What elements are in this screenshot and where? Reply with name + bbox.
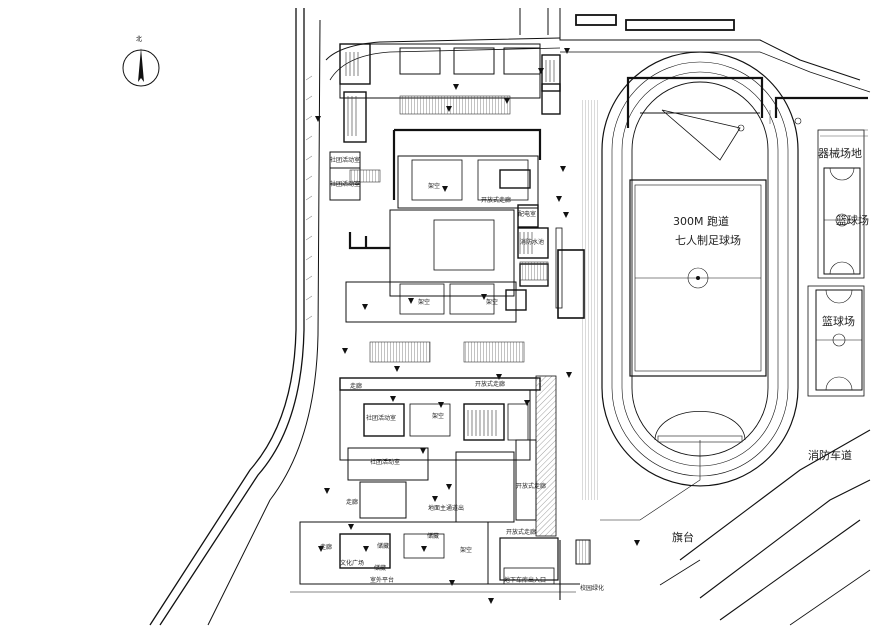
room-label: 架空 — [432, 413, 445, 420]
room-label: 储藏 — [377, 543, 390, 550]
room-label: 社团活动室 — [370, 459, 401, 466]
room-label: 消防水池 — [520, 239, 545, 246]
north-compass: 北 — [118, 34, 164, 90]
room-label: 开放式走廊 — [475, 381, 506, 388]
room-label: 开放式走廊 — [516, 483, 547, 490]
room-label: 地下车库出入口 — [504, 577, 547, 584]
north-label: 北 — [136, 36, 143, 43]
room-label: 架空 — [460, 547, 473, 554]
room-label: 开放式走廊 — [481, 197, 512, 204]
room-label: 社团活动室 — [366, 415, 397, 422]
room-label: 走廊 — [320, 544, 333, 551]
direction-arrows — [315, 48, 640, 604]
classroom-desks — [345, 52, 555, 436]
running-track — [582, 51, 799, 500]
room-label: 社团活动室 — [330, 157, 361, 164]
room-label: 校园绿化 — [580, 585, 605, 592]
room-label: 配电室 — [518, 211, 537, 218]
slope-hatch — [305, 75, 313, 321]
stair-hatch — [349, 95, 549, 363]
west-road — [149, 8, 561, 626]
fire-lane-label: 消防车道 — [808, 449, 852, 462]
room-label: 地面主通道出 — [428, 505, 465, 512]
room-label: 社团活动室 — [330, 181, 361, 188]
track-label: 300M 跑道 — [673, 215, 729, 228]
football-field — [629, 109, 802, 443]
basketball-courts — [807, 129, 865, 397]
room-label: 架空 — [486, 299, 499, 306]
room-label: 走廊 — [350, 383, 363, 390]
parking-strips — [769, 110, 868, 137]
compass-icon — [122, 48, 160, 87]
room-label: 开放式走廊 — [506, 529, 537, 536]
south-building — [290, 375, 591, 593]
room-label: 架空 — [418, 299, 431, 306]
room-label: 室外平台 — [370, 577, 395, 584]
basketball-label-2: 篮球场 — [822, 315, 855, 328]
equipment-label: 器械场地 — [818, 147, 862, 160]
room-label: 文化广场 — [340, 560, 365, 567]
football-label: 七人制足球场 — [675, 234, 741, 247]
room-label: 走廊 — [346, 499, 359, 506]
south-east-road — [559, 429, 871, 626]
bold-walls — [348, 76, 868, 250]
room-label: 储藏 — [427, 533, 440, 540]
basketball-label-1: 篮球场 — [836, 214, 869, 227]
room-label: 架空 — [428, 183, 441, 190]
room-label: 储藏 — [374, 565, 387, 572]
north-boundary — [519, 8, 871, 93]
flag-platform-label: 旗台 — [672, 531, 694, 544]
